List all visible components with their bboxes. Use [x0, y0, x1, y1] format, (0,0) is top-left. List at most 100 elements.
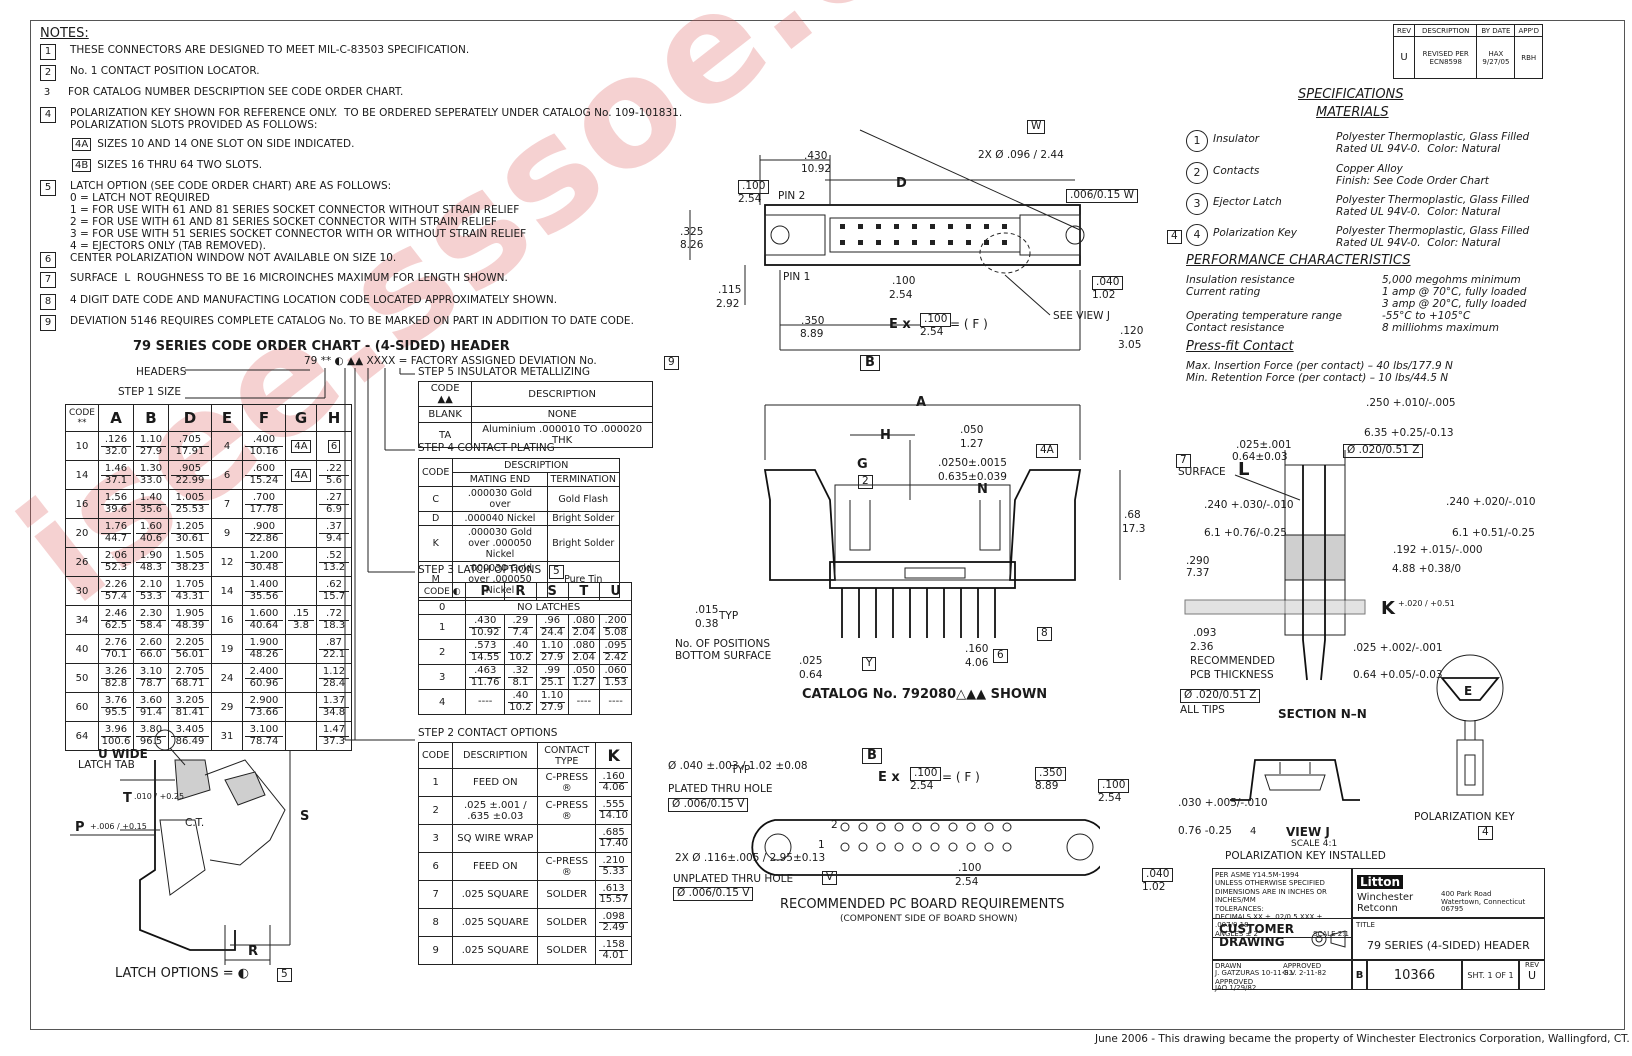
revision-table: REV DESCRIPTION BY DATE APP'D U REVISED … — [1392, 24, 1543, 79]
dim-61: 6.1 +0.76/-0.25 — [1204, 527, 1287, 539]
b-label: B — [860, 355, 880, 372]
dim-030: .030 +.005/-.010 — [1178, 797, 1268, 809]
latch-header: CODE ◐ — [417, 582, 467, 601]
contact-type: SOLDER — [537, 908, 597, 937]
size-mm: 6.9 — [326, 503, 342, 515]
pcb-hole — [840, 842, 850, 852]
view-j-circle-4: 4 — [1250, 826, 1257, 837]
size-inch: .72 — [319, 608, 349, 621]
size-code: 40 — [65, 634, 99, 664]
k-tolerance: +.020 / +0.51 — [1398, 599, 1455, 608]
company-logo: Litton — [1357, 875, 1404, 889]
drawing-border — [30, 20, 1625, 1030]
note-sub-text: SIZES 10 AND 14 ONE SLOT ON SIDE INDICAT… — [97, 138, 355, 150]
plating-termination-header: TERMINATION — [546, 472, 621, 487]
size-mm: 13.2 — [322, 561, 346, 573]
latch-code: 2 — [417, 639, 467, 665]
size-inch: 1.47 — [319, 724, 349, 737]
size-inch: 3.80 — [136, 724, 166, 737]
contact-header: K — [595, 742, 632, 769]
spec-value: Polyester Thermoplastic, Glass Filled Ra… — [1336, 194, 1530, 218]
contact-type: SOLDER — [537, 936, 597, 965]
latch-mm: 1.27 — [572, 676, 595, 688]
size-mm: 33.0 — [139, 474, 163, 486]
note-sub-box: 4A — [72, 138, 92, 151]
desc-header: DESCRIPTION — [1414, 24, 1478, 37]
latch-inch: ---- — [576, 695, 592, 707]
pcb-hole — [858, 842, 868, 852]
dim-250: .250 +.010/-.005 — [1366, 397, 1456, 409]
size-inch: 3.96 — [101, 724, 131, 737]
notes-title: NOTES: — [40, 26, 89, 41]
latch-mm: 27.9 — [541, 701, 564, 713]
size-inch: 1.205 — [171, 521, 209, 534]
k-inch: .158 — [599, 939, 628, 951]
pin-square — [966, 240, 971, 245]
size-code: 60 — [65, 692, 99, 722]
latch-detail-drawing — [70, 729, 291, 965]
bottom-label: BOTTOM SURFACE — [675, 650, 772, 662]
pcb-typ: TYP — [731, 764, 751, 776]
size-value: 24 — [220, 672, 234, 684]
latch-inch: .430 — [469, 615, 502, 628]
dim-290: .290 — [1186, 555, 1210, 567]
size-mm: 43.31 — [175, 590, 205, 602]
size-cell: B — [1352, 960, 1367, 990]
size-inch: 3.26 — [101, 666, 131, 679]
size-mm: 37.3 — [322, 735, 346, 747]
pcb-hole — [930, 842, 940, 852]
section-box-7: 7 — [1176, 454, 1191, 468]
size-inch: 1.705 — [171, 579, 209, 592]
key-box: 4 — [1478, 826, 1493, 840]
pcb-v-box: V — [822, 871, 838, 885]
size-inch: 1.200 — [245, 550, 283, 563]
pcb-hole — [930, 822, 940, 832]
size-inch: 2.46 — [101, 608, 131, 621]
latch-caption-box: 5 — [277, 968, 292, 982]
latch-inch: 1.10 — [539, 640, 565, 653]
size-inch: 2.76 — [101, 637, 131, 650]
note-text: LATCH OPTION (SEE CODE ORDER CHART) ARE … — [70, 180, 527, 253]
dim-038: 0.38 — [695, 618, 719, 630]
perf-value: 8 milliohms maximum — [1382, 322, 1499, 334]
see-view-j: SEE VIEW J — [1053, 310, 1111, 322]
size-inch: .600 — [245, 463, 283, 476]
approved-value-2: JAO 1/29/82 — [1215, 984, 1257, 992]
metal-desc: Aluminium .000010 TO .000020 THK — [471, 422, 653, 448]
r-label: R — [248, 944, 259, 959]
tb-rev-value: U — [1527, 969, 1537, 982]
perf-label: Current rating — [1186, 286, 1261, 298]
pcb-subcaption: (COMPONENT SIDE OF BOARD SHOWN) — [840, 914, 1018, 924]
rec-label: RECOMMENDED — [1190, 655, 1275, 667]
size-mm: 91.4 — [139, 706, 163, 718]
company-address: 400 Park Road Watertown, Connecticut 067… — [1441, 890, 1526, 914]
eq-f: = ( F ) — [950, 317, 988, 331]
d-label: D — [896, 176, 907, 191]
drawn-block: DRAWN J. GATZURAS 10-11-81 APPROVED G.V.… — [1212, 960, 1352, 992]
note-number: 8 — [40, 294, 56, 310]
pcb-dim-889: 8.89 — [1035, 780, 1059, 792]
size-inch: 1.60 — [136, 521, 166, 534]
latch-inch: .080 — [571, 640, 597, 653]
size-mm: 78.7 — [139, 677, 163, 689]
key-label: POLARIZATION KEY — [1414, 811, 1515, 823]
g-box: 2 — [858, 475, 873, 489]
metal-desc-header: DESCRIPTION — [471, 381, 653, 407]
